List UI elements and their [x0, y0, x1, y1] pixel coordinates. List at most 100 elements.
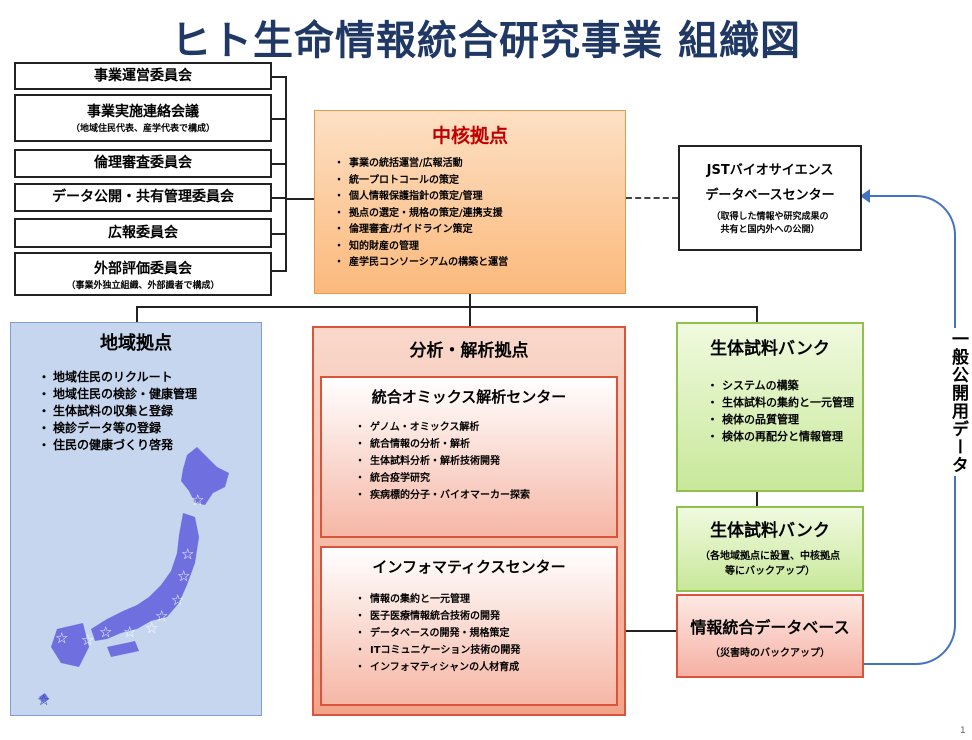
japan-map	[39, 447, 229, 703]
connector	[272, 163, 286, 165]
connector	[624, 630, 676, 632]
connector	[469, 294, 471, 308]
connector	[469, 306, 471, 326]
jst-note: （取得した情報や研究成果の	[711, 212, 829, 222]
page-number: 1	[960, 726, 966, 736]
infodb-title: 情報統合データベース	[690, 618, 850, 637]
okinawa-shape	[39, 693, 49, 703]
hokkaido-shape	[181, 447, 229, 505]
biobank-backup-note: （各地域拠点に設置、中核拠点	[700, 551, 840, 562]
analysis-title: 分析・解析拠点	[409, 341, 529, 361]
list-item: ゲノム・オミックス解析	[355, 419, 616, 436]
informatics-center: インフォマティクスセンター 情報の集約と一元管理 医子医療情報統合技術の開発 デ…	[320, 546, 618, 706]
committee-note: （事業外独立組織、外部識者で構成）	[66, 281, 220, 291]
dashed-connector	[626, 197, 678, 199]
list-item: 生体試料分析・解析技術開発	[355, 453, 616, 470]
page-title: ヒト生命情報統合研究事業 組織図	[171, 18, 801, 64]
informatics-items: 情報の集約と一元管理 医子医療情報統合技術の開発 データベースの開発・規格策定 …	[352, 591, 616, 676]
committee-box: 倫理審査委員会	[14, 149, 272, 178]
committee-box: 事業実施連絡会議 （地域住民代表、産学代表で構成）	[14, 94, 272, 142]
regional-items: 地域住民のリクルート 地域住民の検診・健康管理 生体試料の収集と登録 検診データ…	[35, 369, 261, 454]
connector	[272, 118, 286, 120]
omics-title: 統合オミックス解析センター	[371, 388, 567, 406]
biobank-title: 生体試料バンク	[710, 339, 830, 359]
list-item: 疾病標的分子・バイオマーカー探索	[355, 487, 616, 504]
public-data-label: 一般公開用データ	[946, 328, 971, 476]
analysis-node: 分析・解析拠点 統合オミックス解析センター ゲノム・オミックス解析 統合情報の分…	[312, 326, 626, 716]
connector	[272, 76, 286, 78]
biobank-backup-note: 等にバックアップ）	[725, 566, 815, 577]
list-item: 事業の統括運営/広報活動	[334, 156, 625, 173]
star-icon: ☆	[177, 567, 191, 585]
list-item: データベースの開発・規格策定	[355, 625, 616, 642]
list-item: 統合情報の分析・解析	[355, 436, 616, 453]
biobank-node: 生体試料バンク システムの構築 生体試料の集約と一元管理 検体の品質管理 検体の…	[676, 322, 864, 492]
star-icon: ☆	[81, 631, 95, 649]
connector	[136, 306, 758, 308]
committee-note: （地域住民代表、産学代表で構成）	[70, 124, 215, 134]
list-item: 生体試料の集約と一元管理	[707, 394, 862, 411]
star-icon: ☆	[99, 623, 113, 641]
regional-node: 地域拠点 地域住民のリクルート 地域住民の検診・健康管理 生体試料の収集と登録 …	[10, 322, 262, 716]
connector	[756, 306, 758, 324]
list-item: 検体の再配分と情報管理	[707, 428, 862, 445]
star-icon: ☆	[123, 623, 137, 641]
star-icon: ☆	[171, 591, 185, 609]
committee-box: データ公開・共有管理委員会	[14, 183, 272, 212]
star-icon: ☆	[191, 491, 205, 509]
list-item: 倫理審査/ガイドライン策定	[334, 222, 625, 239]
committee-name: 事業実施連絡会議	[87, 104, 199, 120]
core-items: 事業の統括運営/広報活動 統一プロトコールの策定 個人情報保護指針の策定/管理 …	[331, 156, 625, 272]
connector	[272, 270, 286, 272]
list-item: 検診データ等の登録	[38, 420, 261, 437]
jst-note: 共有と国内外への公開）	[720, 225, 820, 235]
jst-title: JSTバイオサイエンス	[706, 163, 834, 178]
connector	[272, 197, 286, 199]
list-item: 統合疫学研究	[355, 470, 616, 487]
committee-name: 外部評価委員会	[94, 261, 192, 277]
biobank-backup-title: 生体試料バンク	[710, 521, 830, 541]
committee-box: 外部評価委員会 （事業外独立組織、外部識者で構成）	[14, 252, 272, 296]
committee-name: 広報委員会	[108, 225, 178, 241]
public-data-arrow	[864, 195, 956, 665]
star-icon: ☆	[37, 691, 51, 709]
biobank-backup-node: 生体試料バンク （各地域拠点に設置、中核拠点 等にバックアップ）	[676, 506, 864, 592]
connector	[285, 76, 287, 272]
list-item: 情報の集約と一元管理	[355, 591, 616, 608]
list-item: 住民の健康づくり啓発	[38, 437, 261, 454]
omics-center: 統合オミックス解析センター ゲノム・オミックス解析 統合情報の分析・解析 生体試…	[320, 376, 618, 538]
informatics-title: インフォマティクスセンター	[372, 558, 566, 576]
honshu-shape	[91, 513, 199, 641]
committee-box: 事業運営委員会	[14, 62, 272, 90]
connector	[272, 233, 286, 235]
kyushu-shape	[51, 623, 89, 667]
list-item: 知的財産の管理	[334, 239, 625, 256]
infodb-node: 情報統合データベース （災害時のバックアップ）	[676, 594, 864, 678]
arrow-head	[860, 189, 870, 203]
list-item: 地域住民のリクルート	[38, 369, 261, 386]
committee-name: データ公開・共有管理委員会	[52, 189, 234, 205]
omics-items: ゲノム・オミックス解析 統合情報の分析・解析 生体試料分析・解析技術開発 統合疫…	[352, 419, 616, 504]
list-item: 地域住民の検診・健康管理	[38, 386, 261, 403]
connector	[756, 492, 758, 506]
star-icon: ☆	[181, 545, 195, 563]
shikoku-shape	[107, 641, 139, 657]
biobank-items: システムの構築 生体試料の集約と一元管理 検体の品質管理 検体の再配分と情報管理	[704, 377, 862, 445]
list-item: 検体の品質管理	[707, 411, 862, 428]
infodb-note: （災害時のバックアップ）	[710, 648, 830, 659]
list-item: 産学民コンソーシアムの構築と運営	[334, 255, 625, 272]
jst-title: データベースセンター	[705, 188, 835, 203]
list-item: 個人情報保護指針の策定/管理	[334, 189, 625, 206]
list-item: 拠点の選定・規格の策定/連携支援	[334, 206, 625, 223]
star-icon: ☆	[55, 629, 69, 647]
committee-name: 倫理審査委員会	[94, 155, 192, 171]
core-title: 中核拠点	[431, 125, 508, 147]
connector	[285, 198, 315, 200]
list-item: 生体試料の収集と登録	[38, 403, 261, 420]
core-node: 中核拠点 事業の統括運営/広報活動 統一プロトコールの策定 個人情報保護指針の策…	[314, 110, 626, 294]
list-item: 医子医療情報統合技術の開発	[355, 608, 616, 625]
list-item: 統一プロトコールの策定	[334, 173, 625, 190]
regional-title: 地域拠点	[100, 333, 172, 354]
list-item: ITコミュニケーション技術の開発	[355, 642, 616, 659]
committee-box: 広報委員会	[14, 218, 272, 248]
